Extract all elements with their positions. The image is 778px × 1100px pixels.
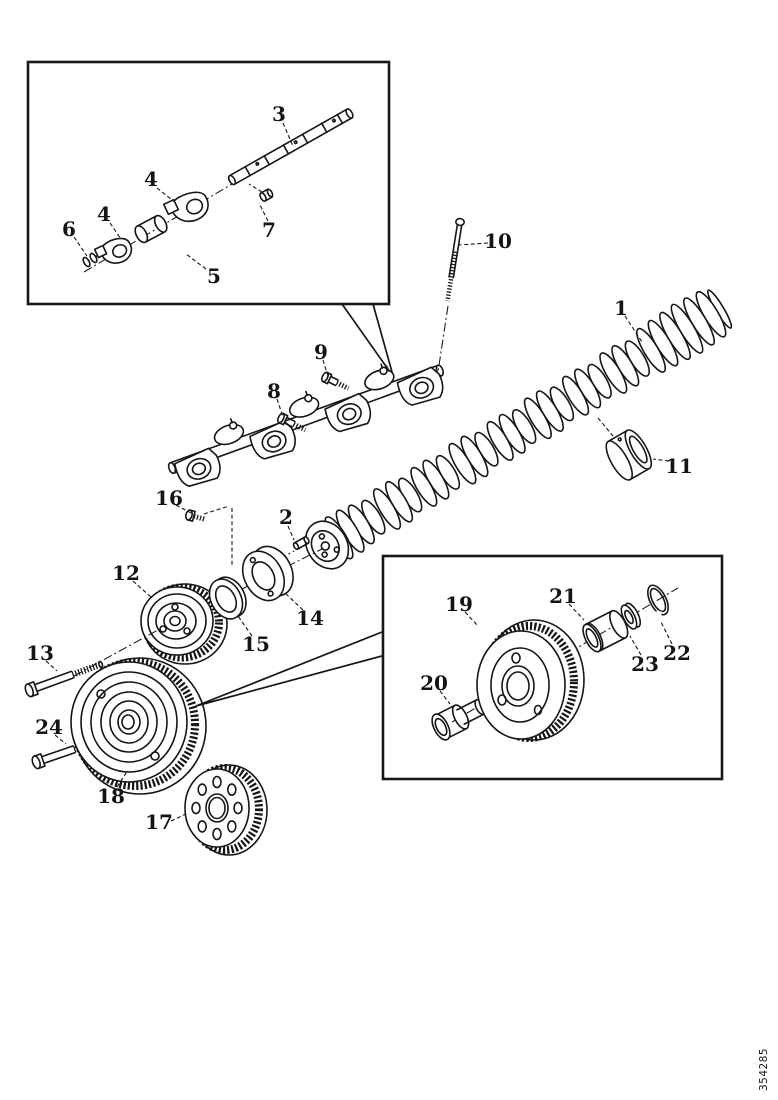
flange-part14 (241, 545, 294, 602)
bushing-part21 (582, 609, 629, 653)
leader-bearing11-stub (597, 417, 614, 437)
bolt-part8 (276, 412, 307, 433)
callout-21: 21 (549, 584, 577, 608)
callout-1: 1 (614, 296, 628, 320)
inset1-wedge-pointer (341, 303, 393, 376)
rocker-shaft-part3 (227, 108, 354, 186)
key-part2 (292, 536, 310, 551)
callout-23: 23 (631, 652, 659, 676)
callout-19: 19 (445, 592, 473, 616)
inset2-contents (431, 584, 679, 742)
callout-3: 3 (272, 102, 286, 126)
roller-spacer-part5 (134, 214, 168, 244)
idler-gear-part19 (476, 619, 585, 742)
bolt-part9 (320, 371, 350, 391)
camshaft-gear-part12 (140, 583, 228, 665)
callout-22: 22 (663, 641, 691, 665)
inset1-contents (82, 108, 354, 273)
stud-bolt-part10 (445, 217, 465, 302)
camshaft-part1 (304, 289, 733, 570)
callout-5: 5 (207, 264, 221, 288)
callout-11: 11 (665, 454, 693, 478)
callout-4a: 4 (144, 167, 158, 191)
rocker-arm-part4-upper (162, 191, 209, 222)
callout-12: 12 (112, 561, 140, 585)
washer-part15 (208, 576, 247, 620)
callout-9: 9 (314, 340, 328, 364)
snap-ring-part22 (647, 584, 669, 616)
washer-part23 (620, 602, 642, 630)
inset2-wedge-pointer (195, 631, 383, 707)
callout-18: 18 (97, 784, 125, 808)
bearing-shell-part11 (605, 429, 653, 481)
detail-inset-box-idler-gear (381, 554, 724, 781)
callout-4b: 4 (97, 202, 111, 226)
bolt-part13 (24, 660, 104, 698)
bolt16-leader (203, 505, 230, 515)
rocker-shaft-assembly (167, 360, 448, 492)
bolt10-axis-line (437, 305, 449, 373)
callout-24: 24 (35, 715, 63, 739)
figure-number: 354285 (758, 1048, 770, 1091)
callout-10: 10 (484, 229, 512, 253)
callout-6: 6 (62, 217, 76, 241)
bolt13-axis-line (73, 629, 159, 677)
callout-15: 15 (242, 632, 270, 656)
gear-part17 (184, 764, 268, 856)
callout-14: 14 (296, 606, 324, 630)
callout-8: 8 (267, 379, 281, 403)
callout-16: 16 (155, 486, 183, 510)
callout-2: 2 (279, 505, 293, 529)
callout-17: 17 (145, 810, 173, 834)
pilot-bolt-part20 (431, 698, 487, 741)
callout-13: 13 (26, 641, 54, 665)
leader-7-stub (248, 183, 263, 193)
rocker-arm-part4-lower (93, 237, 133, 264)
callout-20: 20 (420, 671, 448, 695)
callout-7: 7 (262, 218, 276, 242)
callout-leader-lines (45, 122, 673, 822)
gear12-axis-line (149, 548, 323, 636)
callout-labels: 3 4 4 6 7 5 8 9 10 1 11 16 2 12 15 14 13… (26, 102, 693, 834)
plug-part7 (259, 188, 274, 202)
drive-gear-part18 (70, 657, 207, 795)
